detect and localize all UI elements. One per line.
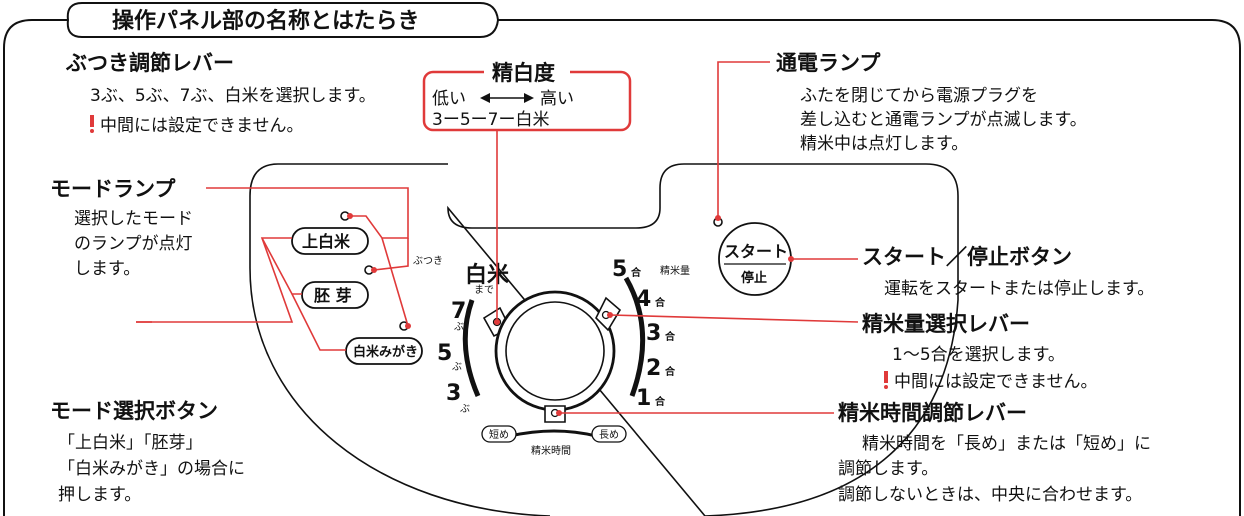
hakumai-migaki-button-label: 白米みがき	[353, 344, 418, 360]
outer-frame	[3, 19, 1241, 516]
label-made: まで	[474, 284, 494, 296]
double-arrow-icon	[480, 93, 534, 103]
label-q3-go: 合	[664, 330, 676, 343]
butsuki-scale-arc	[462, 299, 481, 397]
start-stop-heading: スタート／停止ボタン	[862, 245, 1072, 269]
mode-lamp-heading: モードランプ	[50, 177, 176, 201]
warning-icon-dot	[90, 129, 94, 133]
power-lamp-desc-2: 差し込むと通電ランプが点滅します。	[800, 110, 1087, 130]
label-7: 7	[451, 299, 466, 324]
mode-button-desc-1: 「上白米」「胚芽」	[58, 433, 203, 453]
hakumai-migaki-button[interactable]: 白米みがき	[345, 337, 423, 365]
title-tab	[66, 2, 500, 38]
johakumai-button[interactable]: 上白米	[291, 227, 369, 255]
label-long: 長め	[599, 429, 619, 441]
mode-button-desc-3: 押します。	[58, 485, 141, 505]
leader-dots	[347, 213, 794, 416]
page-title: 操作パネル部の名称とはたらき	[112, 8, 420, 34]
start-label: スタート	[724, 242, 788, 261]
label-q5-go: 合	[630, 266, 642, 279]
label-q1: 1	[636, 386, 651, 411]
power-lamp-heading: 通電ランプ	[776, 51, 881, 75]
warning-icon	[884, 371, 888, 383]
panel-outline	[249, 163, 959, 516]
label-q4: 4	[636, 287, 651, 312]
time-lever[interactable]	[544, 405, 566, 423]
label-3: 3	[446, 381, 461, 406]
label-q2-go: 合	[664, 365, 676, 378]
mode-button-desc-2: 「白米みがき」の場合に	[58, 459, 245, 479]
leader-lines	[136, 61, 859, 414]
label-5: 5	[437, 341, 452, 366]
label-q1-go: 合	[654, 395, 666, 408]
butsuki-lever-heading: ぶつき調節レバー	[65, 51, 234, 75]
warning-icon	[90, 115, 94, 127]
quantity-lever-warning: 中間には設定できません。	[894, 372, 1098, 392]
butsuki-lever-warning: 中間には設定できません。	[100, 116, 304, 136]
label-q2: 2	[646, 356, 661, 381]
label-seimai-jikan: 精米時間	[531, 444, 571, 457]
quantity-scale-arc	[623, 276, 646, 397]
quantity-lever-heading: 精米量選択レバー	[862, 312, 1030, 336]
start-stop-button[interactable]: スタート 停止	[718, 222, 792, 296]
time-lever-heading: 精米時間調節レバー	[838, 401, 1027, 425]
label-seimairyo: 精米量	[660, 264, 690, 277]
seihakudo-title: 精白度	[492, 61, 555, 85]
label-short: 短め	[489, 428, 509, 441]
label-q4-go: 合	[654, 296, 666, 309]
stop-label: 停止	[741, 270, 767, 286]
power-lamp-desc-1: ふたを閉じてから電源プラグを	[800, 86, 1038, 106]
time-scale-arc	[509, 429, 597, 438]
long-label-pill: 長め	[591, 425, 627, 443]
quantity-lever-desc: 1〜5合を選択します。	[892, 345, 1065, 365]
haiga-button-label: 胚 芽	[314, 286, 352, 305]
mode-button-heading: モード選択ボタン	[50, 399, 218, 423]
short-label-pill: 短め	[481, 425, 517, 443]
label-butsuki: ぶつき	[413, 255, 443, 267]
time-lever-desc-2: 調節します。	[838, 459, 938, 479]
seihakudo-scale: 3ー5ー7ー白米	[432, 110, 549, 130]
johakumai-button-label: 上白米	[302, 232, 351, 251]
label-hakumai: 白米	[465, 262, 510, 288]
haiga-button[interactable]: 胚 芽	[301, 281, 369, 309]
time-lever-desc-1: 精米時間を「長め」または「短め」に	[862, 434, 1151, 454]
seihakudo-low: 低い	[432, 89, 466, 109]
label-3-bu: ぶ	[460, 403, 470, 415]
label-7-bu: ぶ	[454, 321, 464, 333]
mode-lamp-desc-3: します。	[74, 259, 140, 279]
mode-lamp-desc-2: のランプが点灯	[74, 234, 193, 254]
seihakudo-high: 高い	[540, 89, 574, 109]
label-q3: 3	[646, 321, 661, 346]
butsuki-lever-desc: 3ぶ、5ぶ、7ぶ、白米を選択します。	[90, 86, 376, 106]
start-stop-desc: 運転をスタートまたは停止します。	[884, 279, 1154, 299]
central-dial-inner	[505, 301, 605, 401]
label-5-bu: ぶ	[452, 361, 462, 373]
time-lever-desc-3: 調節しないときは、中央に合わせます。	[838, 485, 1142, 505]
power-lamp-desc-3: 精米中は点灯します。	[800, 134, 968, 154]
mode-lamp-desc-1: 選択したモード	[74, 209, 193, 229]
label-q5: 5	[612, 257, 627, 282]
